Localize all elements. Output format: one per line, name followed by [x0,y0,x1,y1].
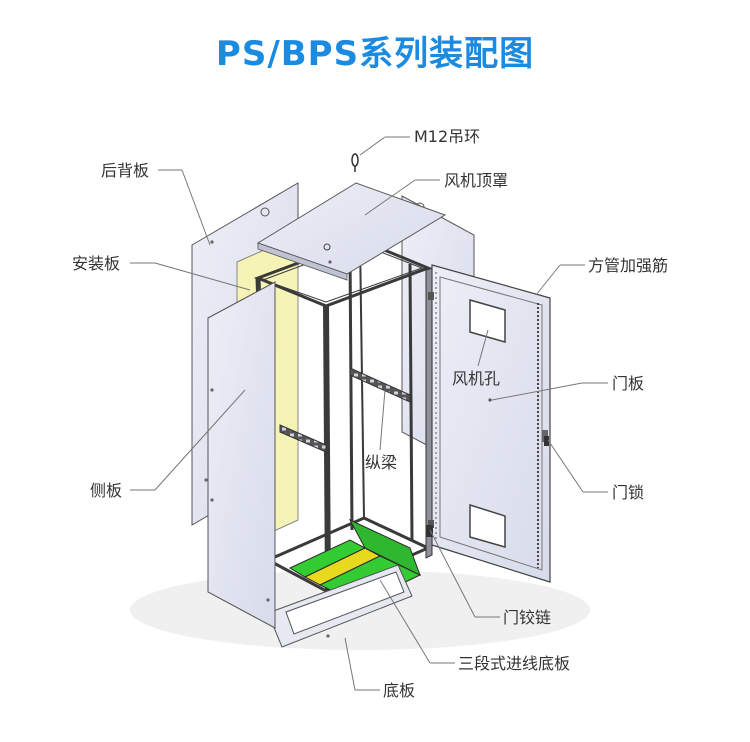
label-fan-top-cover: 风机顶罩 [444,171,508,190]
label-mounting-plate: 安装板 [72,254,120,273]
label-door-hinge: 门铰链 [503,608,551,627]
label-m12-lifting-ring: M12吊环 [414,127,480,146]
leader-lines [130,136,608,691]
label-back-panel: 后背板 [101,161,149,180]
side-panel [207,281,276,629]
label-longitudinal-beam: 纵梁 [365,453,397,472]
fan-holes [469,299,506,548]
label-door-panel: 门板 [612,374,644,393]
door-lock [544,436,549,446]
door-hinge [426,525,433,537]
fan-top-cover [256,182,447,281]
label-door-lock: 门锁 [612,483,644,502]
door-panel [425,264,551,583]
label-square-tube-reinforcement: 方管加强筋 [588,256,668,275]
label-cable-entry-base: 三段式进线底板 [458,654,570,673]
label-side-panel: 侧板 [90,481,122,500]
label-fan-hole: 风机孔 [452,369,500,388]
page-title: PS/BPS系列装配图 [215,34,535,74]
label-base-plate: 底板 [383,681,415,700]
m12-lifting-ring [351,153,359,172]
base-plate [267,564,413,648]
longitudinal-beams [279,367,411,453]
